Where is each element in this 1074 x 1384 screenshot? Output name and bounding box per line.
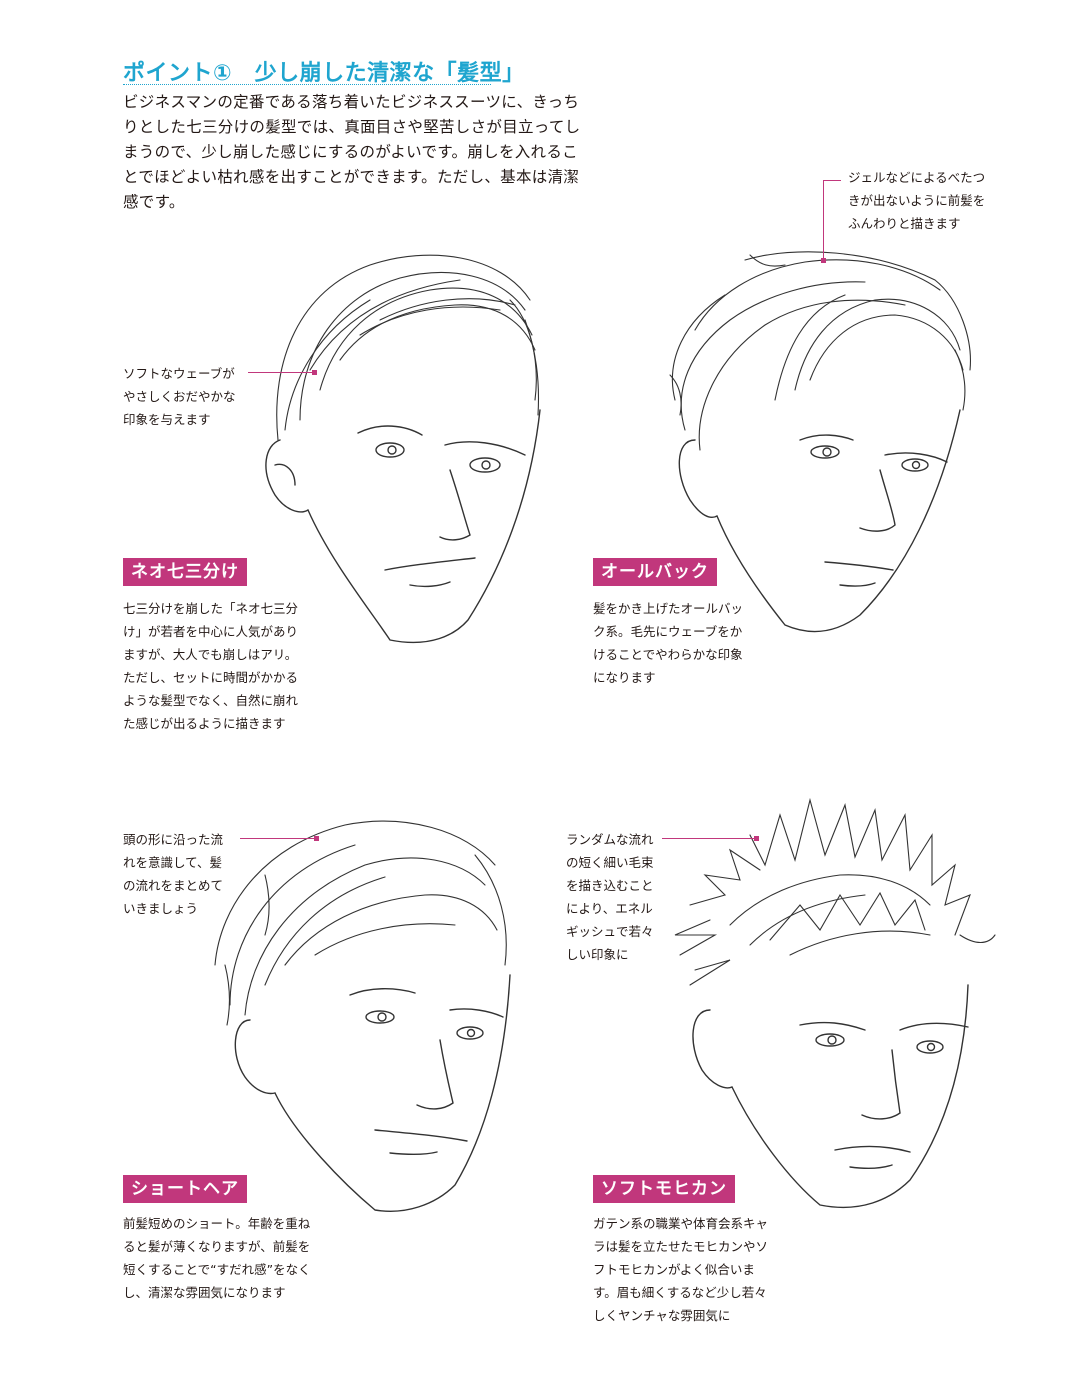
- callout-dot-4: [754, 836, 759, 841]
- callout-soft-mohican: ランダムな流れ の短く細い毛束 を描き込むこと により、エネル ギッシュで若々 …: [566, 832, 654, 962]
- callout-leader-1: [248, 372, 314, 373]
- callout-leader-2h: [823, 180, 841, 181]
- callout-leader-4: [662, 838, 756, 839]
- badge-short-hair: ショートヘア: [123, 1175, 247, 1203]
- illustration-short-hair: [214, 820, 511, 1212]
- callout-dot-2: [821, 258, 826, 263]
- callout-dot-1: [312, 370, 317, 375]
- heading-underline: [123, 84, 491, 85]
- illustration-all-back: [669, 251, 971, 633]
- callout-dot-3: [314, 836, 319, 841]
- badge-neo-shichisan: ネオ七三分け: [123, 558, 247, 586]
- section-heading: ポイント① 少し崩した清潔な「髪型」: [123, 61, 525, 86]
- desc-all-back: 髪をかき上げたオールバッ ク系。毛先にウェーブをか けることでやわらかな印象 に…: [593, 601, 744, 685]
- desc-short-hair: 前髪短めのショート。年齢を重ね ると髪が薄くなりますが、前髪を 短くすることで“…: [123, 1216, 311, 1300]
- illustration-neo-shichisan: [265, 254, 541, 644]
- intro-paragraph: ビジネスマンの定番である落ち着いたビジネススーツに、きっちりとした七三分けの髪型…: [123, 93, 581, 211]
- badge-all-back: オールバック: [593, 558, 717, 586]
- desc-neo-shichisan: 七三分けを崩した「ネオ七三分 け」が若者を中心に人気があり ますが、大人でも崩し…: [123, 601, 299, 731]
- callout-neo-shichisan: ソフトなウェーブが やさしくおだやかな 印象を与えます: [123, 366, 236, 427]
- illustration-soft-mohican: [674, 797, 996, 1209]
- badge-soft-mohican: ソフトモヒカン: [593, 1175, 735, 1203]
- callout-leader-2: [823, 180, 824, 260]
- callout-short-hair: 頭の形に沿った流 れを意識して、髪 の流れをまとめて いきましょう: [123, 832, 224, 916]
- callout-all-back: ジェルなどによるべたつ きが出ないように前髪を ふんわりと描きます: [848, 170, 986, 231]
- callout-leader-3: [240, 838, 316, 839]
- desc-soft-mohican: ガテン系の職業や体育会系キャ ラは髪を立たせたモヒカンやソ フトモヒカンがよく似…: [593, 1216, 769, 1323]
